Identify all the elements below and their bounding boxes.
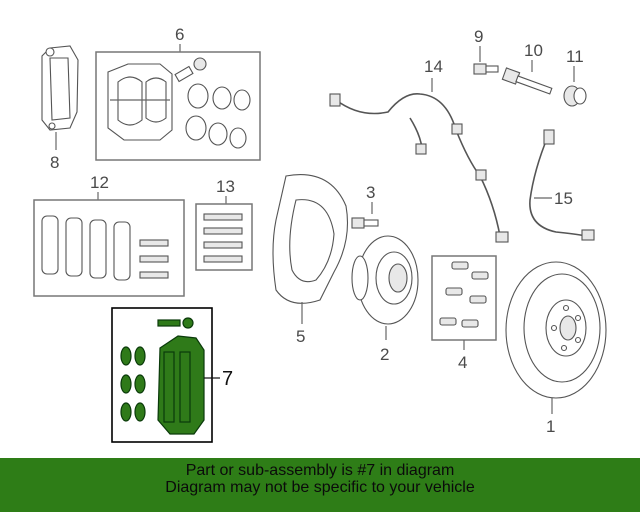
- callout-9[interactable]: 9: [474, 27, 483, 46]
- kit-box-12: [33, 199, 185, 297]
- part-3-bolt[interactable]: [351, 217, 379, 229]
- part-6-caliper[interactable]: [107, 63, 173, 141]
- part-8-pad-bracket[interactable]: [41, 45, 79, 131]
- part-11-guide-boot[interactable]: [563, 85, 587, 107]
- part-15-sensor-cable[interactable]: [529, 129, 595, 241]
- kit-box-13: [195, 203, 253, 271]
- part-13-clips[interactable]: [203, 213, 243, 263]
- part-7-caliper-assembly[interactable]: [120, 317, 205, 435]
- kit-box-6: [95, 51, 261, 161]
- callout-3[interactable]: 3: [366, 183, 375, 202]
- part-2-hub-bearing[interactable]: [351, 235, 419, 325]
- part-4-wheel-studs[interactable]: [439, 261, 489, 328]
- callout-12[interactable]: 12: [90, 173, 109, 192]
- part-1-brake-rotor[interactable]: [505, 261, 607, 399]
- brake-parts-diagram: 8 6 12 13: [33, 25, 607, 443]
- part-12-pads[interactable]: [41, 215, 169, 281]
- callout-6[interactable]: 6: [175, 25, 184, 44]
- callout-10[interactable]: 10: [524, 41, 543, 60]
- part-14-speed-sensor-harness[interactable]: [329, 93, 509, 243]
- callout-7[interactable]: 7: [222, 368, 233, 390]
- callout-13[interactable]: 13: [216, 177, 235, 196]
- callout-8[interactable]: 8: [50, 153, 59, 172]
- part-10-guide-pin[interactable]: [501, 67, 553, 95]
- notice-line-2: Diagram may not be specific to your vehi…: [165, 479, 475, 496]
- notice-banner: Part or sub-assembly is #7 in diagram Di…: [0, 458, 640, 512]
- callout-11[interactable]: 11: [566, 47, 584, 66]
- part-6-pistons[interactable]: [185, 83, 251, 149]
- callout-15[interactable]: 15: [554, 189, 573, 208]
- part-9-bolt[interactable]: [473, 63, 499, 75]
- part-6-bleeder[interactable]: [174, 57, 207, 83]
- callout-5[interactable]: 5: [296, 327, 305, 346]
- callout-4[interactable]: 4: [458, 353, 467, 372]
- callout-14[interactable]: 14: [424, 57, 443, 76]
- part-5-dust-shield[interactable]: [272, 174, 349, 304]
- callout-2[interactable]: 2: [380, 345, 389, 364]
- notice-line-1: Part or sub-assembly is #7 in diagram: [185, 462, 455, 479]
- kit-box-7: [111, 307, 213, 443]
- callout-1[interactable]: 1: [546, 417, 555, 436]
